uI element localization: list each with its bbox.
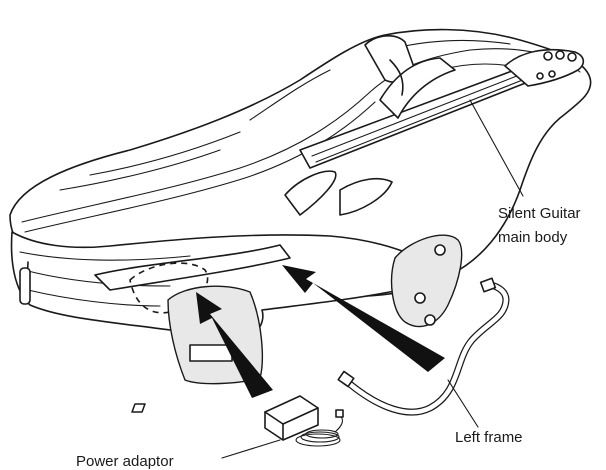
label-main-body: main body: [498, 229, 568, 246]
label-left-frame: Left frame: [455, 429, 523, 446]
label-power-adaptor: Power adaptor: [76, 453, 174, 470]
power-adaptor-part: [132, 396, 343, 446]
zipper-pull-icon: [20, 268, 30, 304]
label-silent-guitar: Silent Guitar: [498, 205, 581, 222]
pocket-tag: [190, 345, 232, 361]
